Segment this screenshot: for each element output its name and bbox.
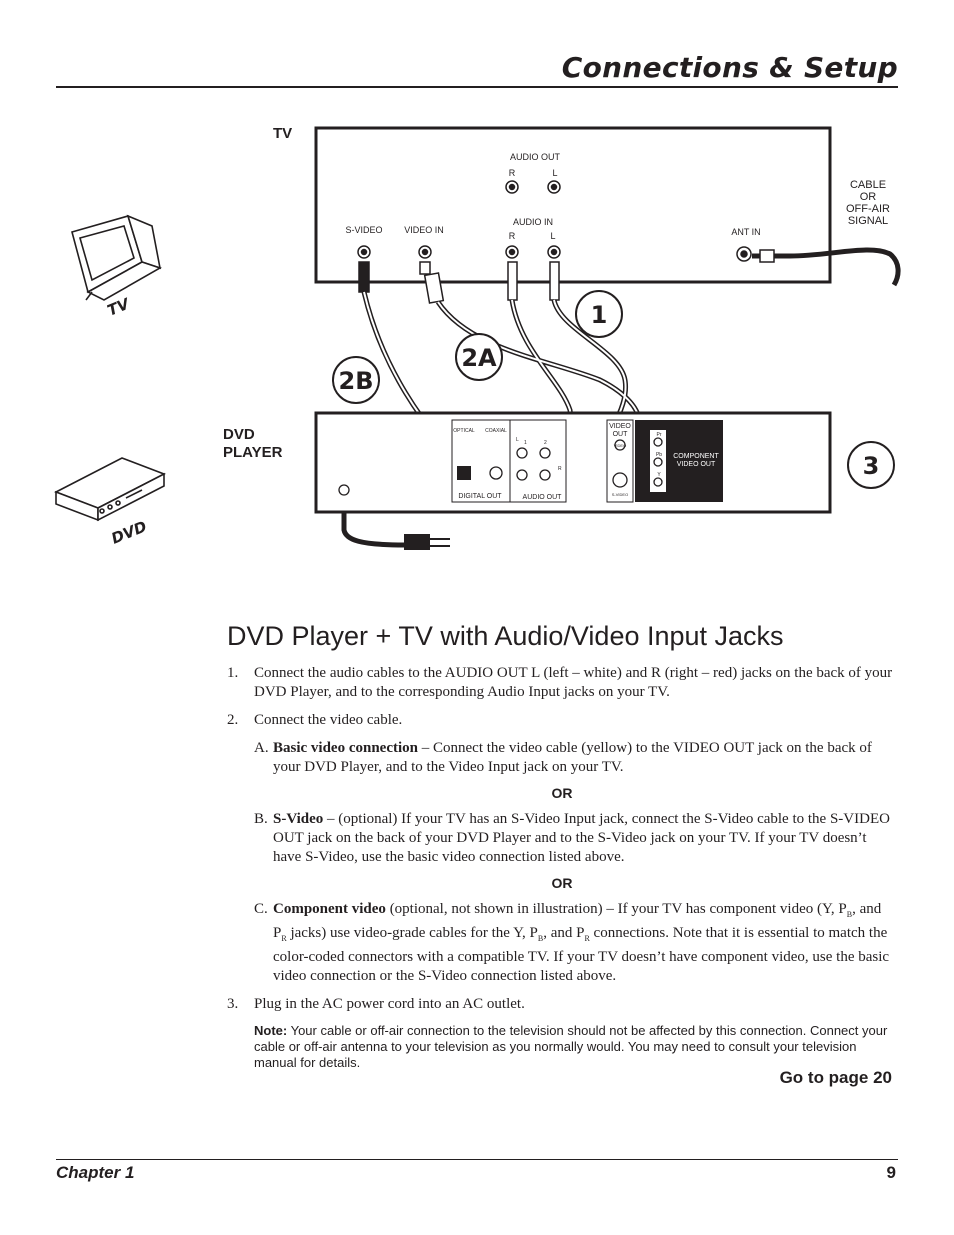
svg-text:R: R [509,231,516,241]
callout-3: 3 [863,452,880,480]
svg-text:CABLE: CABLE [850,179,886,191]
svg-text:VIDEO OUT: VIDEO OUT [677,461,716,468]
svg-text:2: 2 [544,440,547,446]
tv-icon [71,214,162,301]
svg-text:L: L [550,231,555,241]
svg-text:COMPONENT: COMPONENT [673,453,719,460]
dvd-back-panel [314,411,832,514]
svg-text:SIGNAL: SIGNAL [848,215,888,227]
connection-diagram: TV DVD [54,125,901,550]
svg-text:DIGITAL OUT: DIGITAL OUT [458,493,502,500]
svg-text:AUDIO OUT: AUDIO OUT [523,494,563,501]
svg-text:R: R [558,466,562,472]
section-title: DVD Player + TV with Audio/Video Input J… [227,621,784,651]
dvd-label-line2: PLAYER [223,444,283,461]
footer-page-number: 9 [886,1163,896,1182]
step-2: 2. Connect the video cable. [227,712,403,728]
goto-page-link[interactable]: Go to page 20 [779,1068,892,1087]
svg-text:Pr: Pr [657,432,662,438]
or-divider-2: OR [551,875,573,891]
svg-text:OPTICAL: OPTICAL [453,428,475,434]
instructions: 1. Connect the audio cables to the AUDIO… [227,664,897,1071]
tv-svideo: S-VIDEO [345,225,382,235]
svg-text:VIDEO: VIDEO [609,423,631,430]
callout-2b: 2B [339,367,374,395]
page-header-title: Connections & Setup [561,51,898,84]
svg-text:COAXIAL: COAXIAL [485,428,507,434]
svg-text:OUT: OUT [613,431,629,438]
step-2c: C. Component video (optional, not shown … [254,901,890,984]
svg-text:OFF-AIR: OFF-AIR [846,203,890,215]
svg-text:1: 1 [524,440,527,446]
svg-text:L: L [516,437,519,443]
svg-text:OR: OR [860,191,877,203]
svg-text:VIDEO: VIDEO [614,443,626,448]
svg-text:Y: Y [657,472,661,478]
callout-1: 1 [591,301,608,329]
svg-text:L: L [552,168,557,178]
callout-2a: 2A [461,344,497,372]
tv-back-panel [314,126,832,284]
or-divider-1: OR [551,785,573,801]
note: Note: Your cable or off-air connection t… [254,1023,888,1070]
footer-chapter: Chapter 1 [56,1163,135,1182]
dvd-label-line1: DVD [223,426,255,443]
tv-ant-in: ANT IN [731,227,760,237]
dvd-icon-label: DVD [109,517,150,547]
step-1: 1. Connect the audio cables to the AUDIO… [227,665,893,700]
tv-audio-in: AUDIO IN [513,217,553,227]
tv-audio-out: AUDIO OUT [510,152,561,162]
header-rule [56,86,898,88]
svg-text:Pb: Pb [656,452,662,458]
step-2b: B. S-Video – (optional) If your TV has a… [254,811,890,865]
step-2a: A. Basic video connection – Connect the … [254,740,872,775]
footer-rule [56,1159,898,1160]
dvd-icon [54,457,166,522]
svg-text:R: R [509,168,516,178]
tv-icon-label: TV [105,294,133,319]
tv-label: TV [273,125,292,142]
step-3: 3. Plug in the AC power cord into an AC … [227,996,525,1012]
svg-text:S-VIDEO: S-VIDEO [612,492,628,497]
tv-video-in: VIDEO IN [404,225,444,235]
